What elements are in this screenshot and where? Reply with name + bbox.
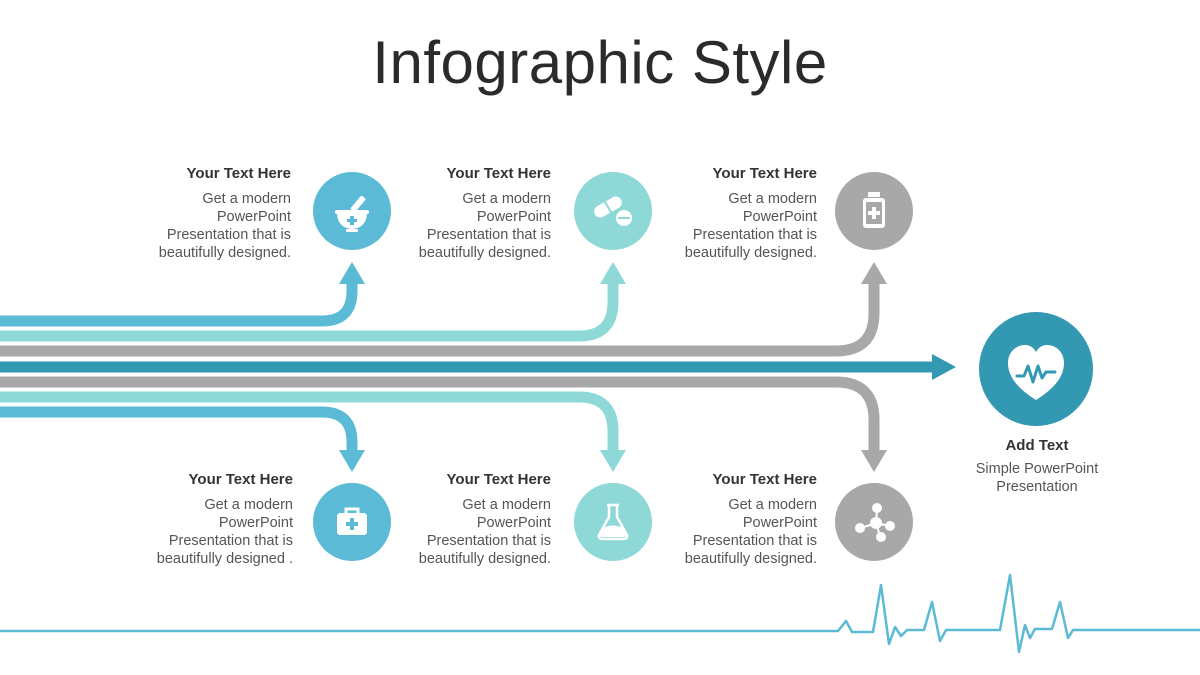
block-line: beautifully designed. [684,245,817,261]
center-line: Simple PowerPoint [975,461,1099,477]
medicine-bottle-icon [863,192,885,228]
block-body: Get a modern PowerPoint Presentation tha… [617,496,817,568]
block-heading: Your Text Here [712,471,817,488]
block-line: Get a modern [462,497,551,513]
block-body: Get a modern PowerPoint Presentation tha… [91,190,291,262]
molecule-icon [855,503,895,542]
block-line: PowerPoint [476,515,551,531]
block-body: Get a modern PowerPoint Presentation tha… [351,190,551,262]
block-line: Get a modern [728,191,817,207]
block-line: Presentation that is [692,533,817,549]
arrow-line-bottom-3 [0,376,880,455]
block-line: beautifully designed. [684,551,817,567]
flask-icon [597,503,629,541]
block-line: beautifully designed . [156,551,293,567]
block-line: Presentation that is [692,227,817,243]
block-line: beautifully designed. [418,245,551,261]
block-line: PowerPoint [742,209,817,225]
block-heading: Your Text Here [446,471,551,488]
text-block-top-3: Your Text Here Get a modern PowerPoint P… [617,165,817,262]
text-block-bottom-2: Your Text Here Get a modern PowerPoint P… [351,471,551,568]
arrow-line-bottom-2 [0,391,619,455]
block-line: Get a modern [728,497,817,513]
heartbeat-line [0,573,1200,654]
block-line: PowerPoint [216,209,291,225]
arrow-head-top-2 [600,262,626,284]
arrow-head-top-1 [339,262,365,284]
arrow-head-top-3 [861,262,887,284]
block-line: Presentation that is [426,227,551,243]
text-block-bottom-3: Your Text Here Get a modern PowerPoint P… [617,471,817,568]
first-aid-kit-icon [337,507,367,535]
block-line: Presentation that is [426,533,551,549]
heart-pulse-icon [1008,345,1064,400]
block-line: beautifully designed. [158,245,291,261]
block-line: Presentation that is [168,533,293,549]
arrow-head-main [932,354,956,380]
center-body: Simple PowerPoint Presentation [957,460,1117,496]
block-line: Presentation that is [166,227,291,243]
mortar-pestle-icon [335,195,369,232]
block-line: PowerPoint [742,515,817,531]
arrow-head-bottom-3 [861,450,887,472]
block-line: PowerPoint [476,209,551,225]
block-line: PowerPoint [218,515,293,531]
block-line: beautifully designed. [418,551,551,567]
block-heading: Your Text Here [186,165,291,182]
arrow-head-bottom-1 [339,450,365,472]
block-line: Get a modern [204,497,293,513]
pills-icon [594,196,632,226]
center-line: Presentation [996,479,1078,495]
text-block-top-2: Your Text Here Get a modern PowerPoint P… [351,165,551,262]
block-heading: Your Text Here [712,165,817,182]
arrow-head-bottom-2 [600,450,626,472]
text-block-top-1: Your Text Here Get a modern PowerPoint P… [91,165,291,262]
text-block-bottom-1: Your Text Here Get a modern PowerPoint P… [93,471,293,568]
block-body: Get a modern PowerPoint Presentation tha… [351,496,551,568]
page-title: Infographic Style [372,29,828,96]
block-line: Get a modern [202,191,291,207]
block-heading: Your Text Here [446,165,551,182]
center-heading: Add Text [1005,437,1069,454]
block-body: Get a modern PowerPoint Presentation tha… [617,190,817,262]
block-body: Get a modern PowerPoint Presentation tha… [93,496,293,568]
circle-bottom-2 [574,483,652,561]
block-heading: Your Text Here [188,471,293,488]
arrow-line-top-3 [0,280,880,357]
arrow-line-bottom-1 [0,406,358,455]
block-line: Get a modern [462,191,551,207]
text-block-center: Add Text Simple PowerPoint Presentation [957,437,1117,496]
arrow-line-top-2 [0,280,619,342]
arrow-line-top-1 [0,280,358,327]
